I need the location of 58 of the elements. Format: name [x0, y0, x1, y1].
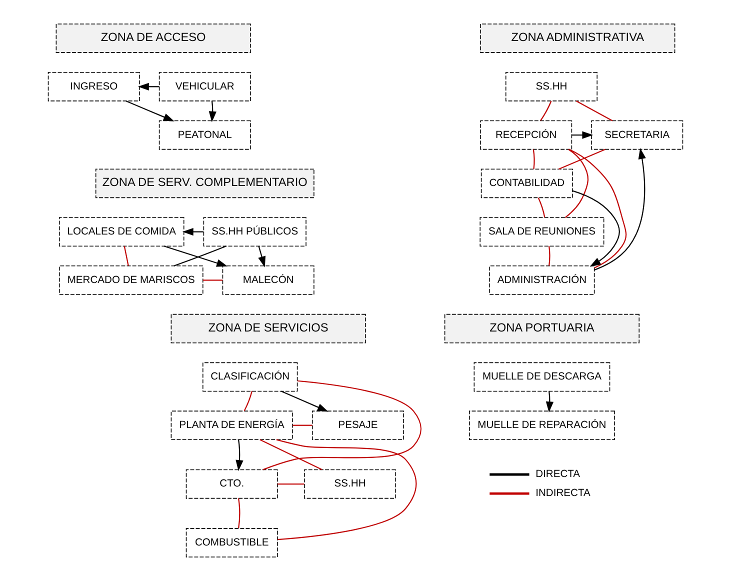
connector	[558, 148, 606, 170]
node-box: SS.HH PÚBLICOS	[203, 217, 306, 246]
legend-label: DIRECTA	[536, 469, 580, 480]
node-box: PEATONAL	[158, 120, 251, 150]
node-box: MERCADO DE MARISCOS	[58, 266, 204, 295]
legend-label: INDIRECTA	[536, 488, 590, 500]
connector	[244, 391, 252, 412]
connector	[262, 380, 422, 470]
node-box: COMBUSTIBLE	[186, 528, 278, 558]
node-box: INGRESO	[48, 72, 140, 102]
node-box: RECEPCIÓN	[480, 120, 572, 150]
connector	[202, 280, 223, 281]
arrow	[281, 390, 328, 412]
connector	[238, 498, 240, 528]
connector	[124, 246, 129, 266]
node-box: PLANTA DE ENERGÍA	[170, 410, 293, 440]
connector	[278, 483, 304, 485]
arrow	[208, 100, 216, 122]
arrow	[258, 246, 266, 268]
node-box: ADMINISTRACIÓN	[489, 266, 595, 295]
arrow	[594, 148, 646, 270]
connector	[174, 246, 226, 266]
node-box: CTO.	[186, 469, 278, 499]
connector	[564, 148, 589, 218]
node-box: SS.HH	[304, 469, 396, 499]
node-box: ZONA PORTUARIA	[444, 314, 640, 344]
node-box: CLASIFICACIÓN	[202, 362, 298, 392]
connector	[538, 198, 546, 218]
arrow	[182, 228, 204, 236]
arrow	[546, 391, 554, 413]
connector	[540, 100, 552, 121]
node-box: ZONA DE SERV. COMPLEMENTARIO	[95, 168, 314, 198]
node-box: CONTABILIDAD	[480, 168, 573, 198]
node-box: SECRETARIA	[591, 120, 684, 150]
node-box: ZONA DE ACCESO	[56, 24, 251, 53]
arrow	[126, 100, 174, 122]
node-box: VEHICULAR	[158, 72, 251, 102]
node-box: ZONA DE SERVICIOS	[170, 314, 366, 344]
node-box: MALECÓN	[222, 266, 314, 295]
connector	[532, 149, 535, 170]
arrow	[138, 82, 160, 90]
node-box: MUELLE DE DESCARGA	[474, 362, 610, 392]
node-box: LOCALES DE COMIDA	[58, 217, 184, 246]
node-box: SS.HH	[505, 72, 598, 102]
arrow	[572, 190, 620, 267]
arrow	[164, 246, 228, 267]
connector	[292, 424, 312, 426]
connector	[548, 246, 550, 266]
arrow	[572, 131, 594, 139]
arrow	[236, 440, 244, 472]
node-box: MUELLE DE REPARACIÓN	[469, 410, 615, 440]
connector	[569, 148, 627, 268]
node-box: PESAJE	[312, 410, 404, 440]
node-box: SALA DE REUNIONES	[480, 217, 604, 246]
node-box: ZONA ADMINISTRATIVA	[480, 24, 676, 53]
connector	[260, 439, 322, 470]
connector	[576, 100, 613, 122]
connector	[276, 439, 417, 540]
